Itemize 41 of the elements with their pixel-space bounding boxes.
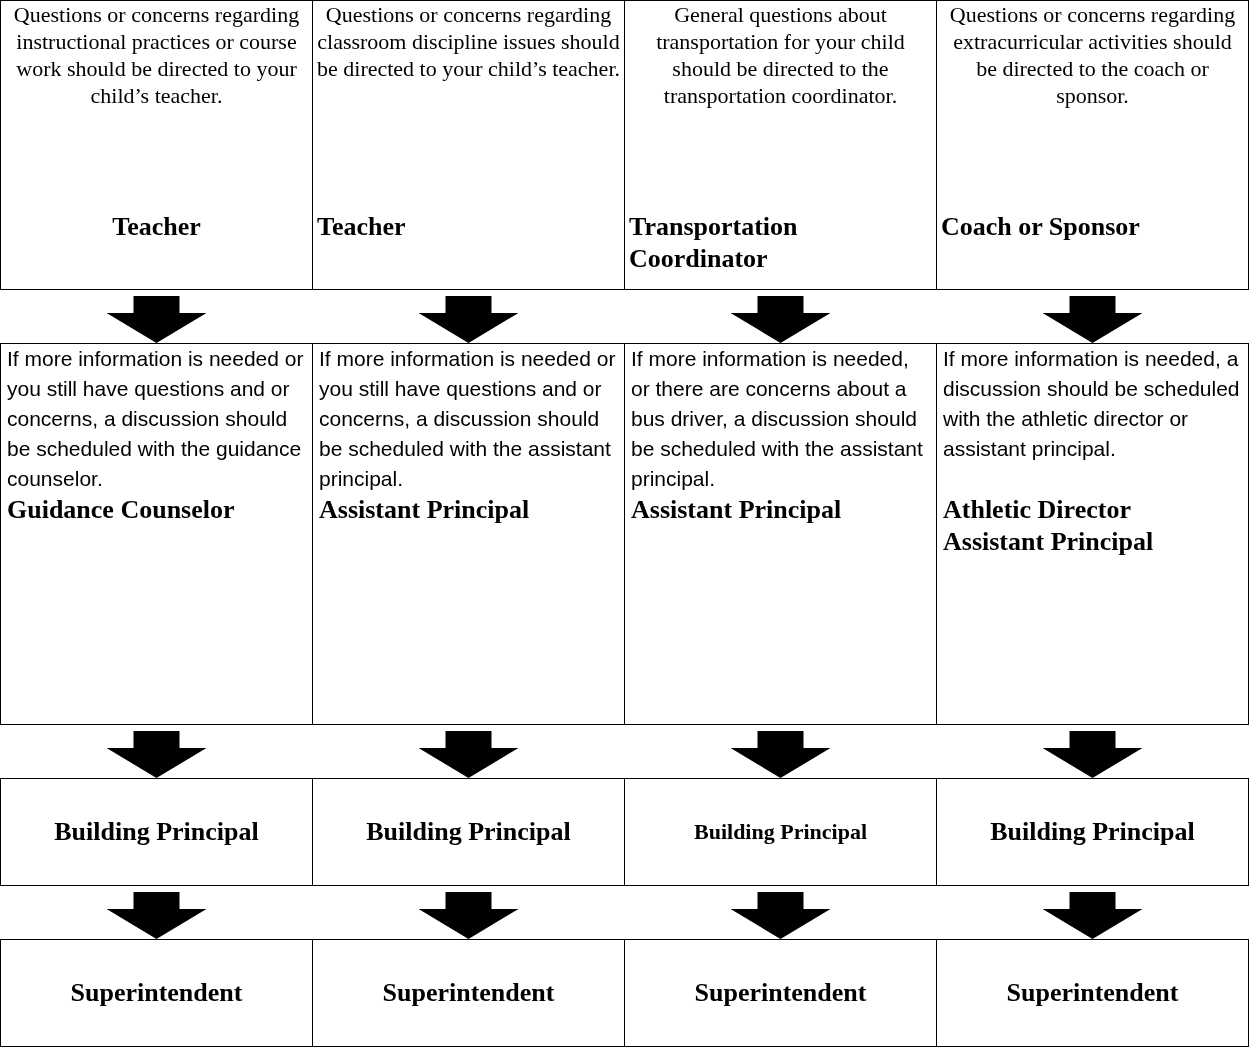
text-box [936,0,1249,290]
text-box [0,343,313,725]
description-text: Questions or concerns regarding classroom discipline issues should be directed to your child’s teacher. [317,1,620,82]
role-title: Teacher [317,211,407,243]
role-title: Building Principal [694,818,867,846]
role-title: Superintendent [382,977,555,1009]
description-text: Questions or concerns regarding extracurricular activities should be directed to the coach or sponsor. [948,1,1237,109]
description-text: Questions or concerns regarding instructional practices or course work should be directed to your child’s teacher. [12,1,301,109]
role-title: Guidance Counselor [7,494,236,526]
role-title: Building Principal [990,816,1195,848]
role-title: Assistant Principal [631,494,843,526]
role-title: Superintendent [694,977,867,1009]
role-title: Building Principal [366,816,571,848]
role-title: Coach or Sponsor [941,211,1141,243]
text-box [312,343,625,725]
role-title: Athletic Director [943,494,1132,526]
role-title: Superintendent [70,977,243,1009]
text-box [624,778,937,886]
role-title: Assistant Principal [319,494,531,526]
text-box [624,343,937,725]
role-title: Superintendent [1006,977,1179,1009]
text-box [0,939,313,1047]
role-title: Building Principal [54,816,259,848]
description-text: If more information is needed, a discussion should be scheduled with the athletic director or assistant principal. [943,346,1241,462]
text-box [624,939,937,1047]
description-text: If more information is needed or you still have questions and or concerns, a discussion should be scheduled with the assistant principal. [319,346,617,492]
text-box [312,939,625,1047]
text-box [312,0,625,290]
text-box [0,0,313,290]
text-box [936,778,1249,886]
description-text: If more information is needed, or there are concerns about a bus driver, a discussion should be scheduled with the assistant principal. [631,346,924,492]
description-text: General questions about transportation for your child should be directed to the transportation coordinator. [655,1,906,109]
text-box [936,343,1249,725]
text-box [0,778,313,886]
role-title: Transportation Coordinator [629,211,799,275]
role-title: Teacher [111,211,202,243]
text-box [624,0,937,290]
role-title: Assistant Principal [943,526,1155,558]
description-text: If more information is needed or you still have questions and or concerns, a discussion should be scheduled with the guidance counselor. [7,346,305,492]
text-box [936,939,1249,1047]
text-box [312,778,625,886]
